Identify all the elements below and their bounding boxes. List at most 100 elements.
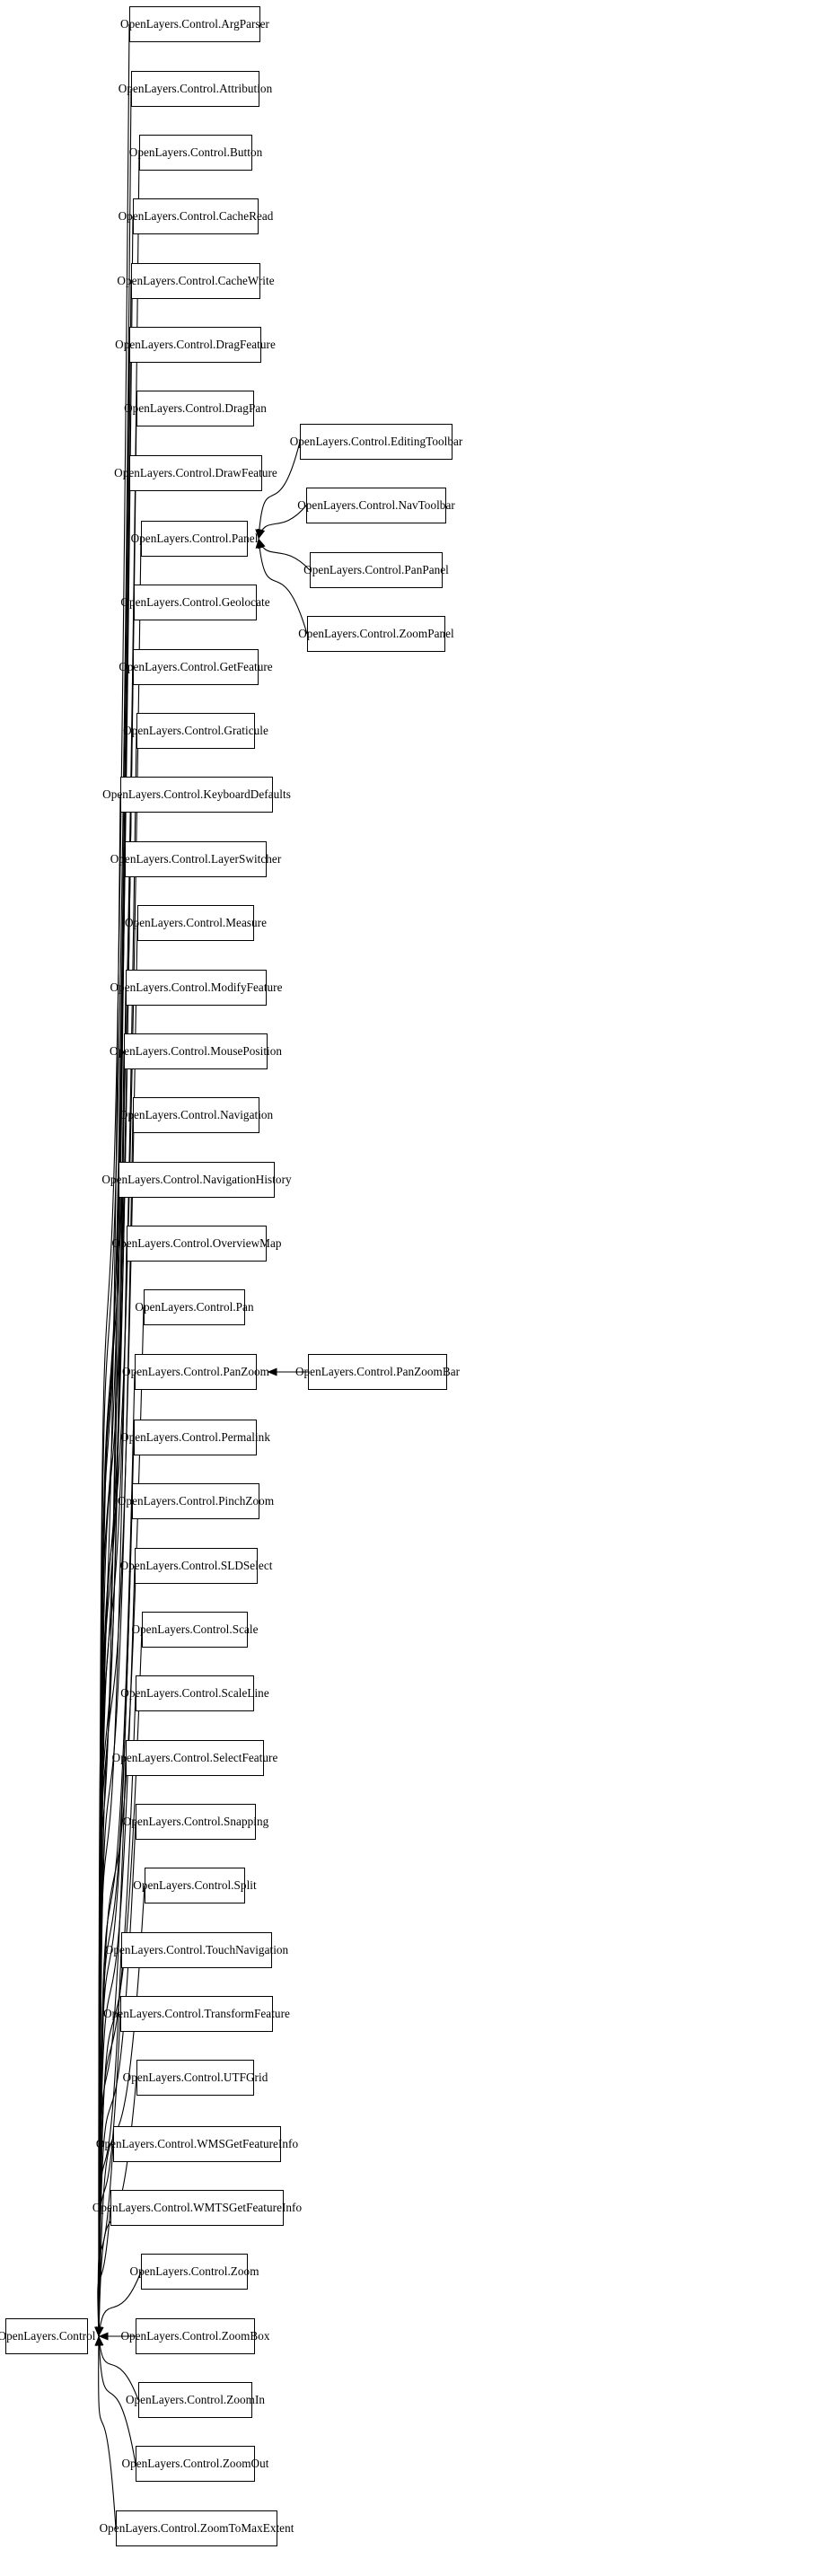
- inheritance-edge: [94, 472, 130, 2337]
- class-node[interactable]: OpenLayers.Control.NavigationHistory: [101, 1162, 292, 1198]
- class-node[interactable]: OpenLayers.Control.ZoomBox: [120, 2318, 270, 2354]
- class-node[interactable]: OpenLayers.Control.Geolocate: [120, 585, 270, 620]
- class-node-label: OpenLayers.Control.CacheRead: [118, 209, 274, 224]
- class-node[interactable]: OpenLayers.Control.Attribution: [119, 71, 272, 107]
- inheritance-edge: [94, 1757, 127, 2337]
- class-node-label: OpenLayers.Control.ArgParser: [120, 17, 269, 31]
- class-node-label: OpenLayers.Control.WMSGetFeatureInfo: [95, 2137, 299, 2151]
- class-node[interactable]: OpenLayers.Control.Zoom: [130, 2254, 259, 2290]
- class-node-label: OpenLayers.Control.Scale: [131, 1622, 259, 1637]
- class-node[interactable]: OpenLayers.Control.Snapping: [123, 1804, 268, 1840]
- class-node[interactable]: OpenLayers.Control.PanPanel: [303, 552, 449, 588]
- class-node[interactable]: OpenLayers.Control.DragPan: [124, 391, 267, 426]
- class-node-label: OpenLayers.Control.ModifyFeature: [110, 980, 283, 995]
- class-node-label: OpenLayers.Control.TouchNavigation: [104, 1943, 289, 1957]
- class-node[interactable]: OpenLayers.Control.CacheWrite: [117, 263, 275, 299]
- class-node[interactable]: OpenLayers.Control.TransformFeature: [103, 1996, 290, 2032]
- class-node-label: OpenLayers.Control.SelectFeature: [111, 1751, 278, 1765]
- class-node[interactable]: OpenLayers.Control.Button: [129, 135, 262, 171]
- class-node-label: OpenLayers.Control.Snapping: [122, 1815, 269, 1829]
- class-node[interactable]: OpenLayers.Control.MousePosition: [110, 1033, 282, 1069]
- inheritance-edge: [94, 2207, 111, 2337]
- class-node[interactable]: OpenLayers.Control.UTFGrid: [123, 2060, 268, 2096]
- class-node-label: OpenLayers.Control.CacheWrite: [117, 274, 275, 288]
- class-node[interactable]: OpenLayers.Control.EditingToolbar: [290, 424, 462, 460]
- class-node-label: OpenLayers.Control.NavToolbar: [297, 498, 455, 513]
- inheritance-edge: [94, 1629, 143, 2337]
- class-node-label: OpenLayers.Control.Panel: [130, 532, 259, 546]
- class-node[interactable]: OpenLayers.Control.TouchNavigation: [105, 1932, 288, 1968]
- inheritance-edge: [95, 2271, 142, 2337]
- class-node[interactable]: OpenLayers.Control.ArgParser: [120, 6, 269, 42]
- class-node-label: OpenLayers.Control.LayerSwitcher: [110, 852, 282, 866]
- class-node[interactable]: OpenLayers.Control.NavToolbar: [297, 488, 455, 523]
- class-node[interactable]: OpenLayers.Control.GetFeature: [119, 649, 273, 685]
- class-node-label: OpenLayers.Control: [0, 2329, 96, 2343]
- class-node[interactable]: OpenLayers.Control.Panel: [131, 521, 258, 557]
- class-node-label: OpenLayers.Control.Navigation: [119, 1108, 274, 1122]
- class-node[interactable]: OpenLayers.Control.PanZoomBar: [295, 1354, 460, 1390]
- class-node[interactable]: OpenLayers.Control.Split: [133, 1868, 257, 1903]
- class-node-label: OpenLayers.Control.Split: [133, 1878, 257, 1893]
- class-node[interactable]: OpenLayers.Control.WMTSGetFeatureInfo: [92, 2190, 302, 2226]
- inheritance-edge: [94, 2013, 121, 2337]
- class-node[interactable]: OpenLayers.Control.ZoomToMaxExtent: [100, 2510, 294, 2546]
- inheritance-edge: [258, 538, 311, 571]
- class-node-label: OpenLayers.Control.MousePosition: [109, 1044, 283, 1059]
- class-node[interactable]: OpenLayers.Control.OverviewMap: [112, 1226, 281, 1262]
- class-node[interactable]: OpenLayers.Control.KeyboardDefaults: [102, 777, 291, 813]
- class-node[interactable]: OpenLayers.Control.ModifyFeature: [110, 970, 282, 1006]
- inheritance-edge: [255, 441, 301, 540]
- inheritance-edge: [94, 1243, 127, 2337]
- class-node[interactable]: OpenLayers.Control.DragFeature: [115, 327, 276, 363]
- inheritance-edge: [94, 2143, 114, 2337]
- class-node-label: OpenLayers.Control.ZoomPanel: [298, 627, 454, 641]
- class-node[interactable]: OpenLayers.Control.ScaleLine: [120, 1675, 269, 1711]
- class-node-label: OpenLayers.Control.Attribution: [118, 82, 273, 96]
- class-node-label: OpenLayers.Control.WMTSGetFeatureInfo: [92, 2201, 303, 2215]
- class-node-label: OpenLayers.Control.Measure: [124, 916, 268, 930]
- class-node[interactable]: OpenLayers.Control.Graticule: [123, 713, 268, 749]
- class-node[interactable]: OpenLayers.Control.LayerSwitcher: [110, 841, 281, 877]
- class-node-label: OpenLayers.Control.PanZoomBar: [294, 1365, 461, 1379]
- class-node[interactable]: OpenLayers.Control.DrawFeature: [114, 455, 277, 491]
- inheritance-edge: [255, 538, 308, 635]
- class-node[interactable]: OpenLayers.Control.Measure: [125, 905, 267, 941]
- class-node-label: OpenLayers.Control.ScaleLine: [120, 1686, 269, 1701]
- class-node-label: OpenLayers.Control.Zoom: [129, 2264, 259, 2279]
- class-node[interactable]: OpenLayers.Control.Navigation: [119, 1097, 273, 1133]
- class-node-label: OpenLayers.Control.UTFGrid: [122, 2070, 268, 2085]
- class-node-label: OpenLayers.Control.NavigationHistory: [101, 1173, 292, 1187]
- inheritance-edge: [94, 794, 121, 2337]
- class-node-label: OpenLayers.Control.EditingToolbar: [289, 435, 463, 449]
- class-node-label: OpenLayers.Control.Geolocate: [120, 595, 270, 610]
- class-node-label: OpenLayers.Control.SLDSelect: [119, 1559, 273, 1573]
- class-node-label: OpenLayers.Control.TransformFeature: [103, 2007, 290, 2021]
- inheritance-edge: [95, 2335, 139, 2401]
- class-node[interactable]: OpenLayers.Control.PinchZoom: [118, 1483, 274, 1519]
- class-node-label: OpenLayers.Control.ZoomToMaxExtent: [99, 2521, 294, 2536]
- class-node[interactable]: OpenLayers.Control.CacheRead: [119, 198, 273, 234]
- class-node-label: OpenLayers.Control.GetFeature: [119, 660, 273, 674]
- class-node-label: OpenLayers.Control.OverviewMap: [111, 1236, 282, 1251]
- class-node[interactable]: OpenLayers.Control.ZoomOut: [122, 2446, 268, 2482]
- class-node-label: OpenLayers.Control.DragPan: [124, 401, 267, 416]
- class-node[interactable]: OpenLayers.Control.ZoomIn: [126, 2382, 265, 2418]
- class-node[interactable]: OpenLayers.Control.Permalink: [120, 1420, 270, 1455]
- class-node-label: OpenLayers.Control.PanPanel: [303, 563, 449, 577]
- class-node[interactable]: OpenLayers.Control.PanZoom: [122, 1354, 269, 1390]
- inheritance-edge: [94, 344, 130, 2337]
- class-node-label: OpenLayers.Control.ZoomOut: [121, 2457, 269, 2471]
- class-node[interactable]: OpenLayers.Control.SLDSelect: [120, 1548, 272, 1584]
- class-node-label: OpenLayers.Control.KeyboardDefaults: [102, 787, 291, 802]
- class-node-root[interactable]: OpenLayers.Control: [0, 2318, 95, 2354]
- class-node-label: OpenLayers.Control.Button: [128, 145, 263, 160]
- class-node[interactable]: OpenLayers.Control.WMSGetFeatureInfo: [96, 2126, 298, 2162]
- class-node[interactable]: OpenLayers.Control.Pan: [135, 1289, 254, 1325]
- class-node[interactable]: OpenLayers.Control.SelectFeature: [112, 1740, 277, 1776]
- class-node-label: OpenLayers.Control.DragFeature: [115, 338, 276, 352]
- class-node[interactable]: OpenLayers.Control.ZoomPanel: [298, 616, 454, 652]
- class-node-label: OpenLayers.Control.PinchZoom: [117, 1494, 275, 1508]
- class-node[interactable]: OpenLayers.Control.Scale: [131, 1612, 258, 1648]
